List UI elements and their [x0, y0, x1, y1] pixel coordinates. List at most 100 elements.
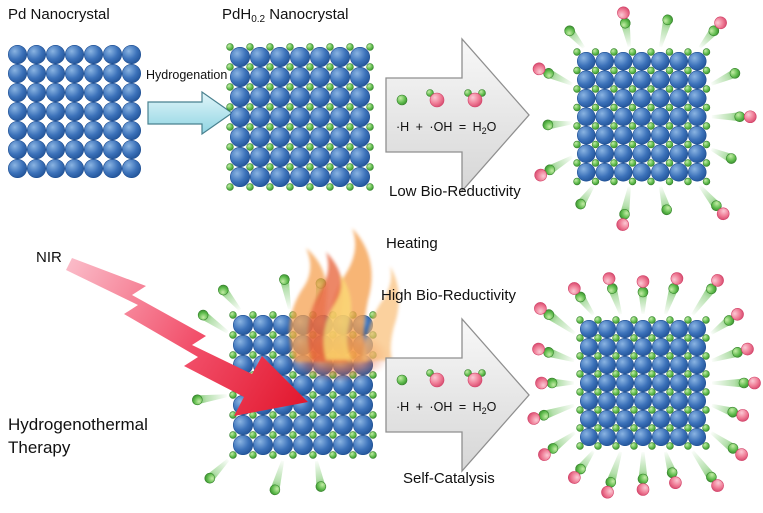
pd-atom: [103, 44, 123, 64]
h-atom: [648, 352, 656, 360]
h-atom: [226, 163, 234, 171]
h-atom: [666, 424, 674, 432]
h-atom: [665, 122, 674, 130]
escaping-h-comet: [711, 110, 757, 124]
low-bio-reductivity-label: Low Bio-Reductivity: [389, 183, 521, 200]
h-atom: [266, 103, 274, 111]
pd-atom: [269, 147, 290, 168]
h-atom: [684, 159, 692, 167]
h-atom: [329, 431, 337, 439]
h-atom: [329, 411, 337, 419]
escaping-h-comet: [698, 16, 727, 49]
h-atom: [309, 451, 317, 459]
escaping-h-comet: [532, 62, 573, 86]
h-atom: [286, 63, 294, 71]
h-atom: [576, 352, 584, 360]
escaping-h-comet: [659, 186, 672, 216]
escaping-h-comet: [616, 186, 631, 231]
h-atom: [269, 331, 277, 339]
h-atom: [591, 177, 600, 186]
pd-atom: [687, 319, 706, 338]
water-h-icon: [478, 89, 486, 97]
escaping-h-comet: [527, 403, 575, 425]
pd-atom: [687, 107, 707, 127]
pd-atom: [312, 414, 333, 435]
h-atom: [326, 143, 334, 151]
pd-atom: [122, 64, 142, 84]
pd-atom: [597, 319, 616, 338]
pd-atom: [595, 163, 614, 182]
pd-atom: [8, 83, 27, 103]
escaping-h-comet: [314, 460, 327, 492]
h-atom: [229, 431, 237, 439]
pd-atom: [65, 102, 85, 122]
pd-atom: [45, 102, 65, 122]
pd-atom: [687, 51, 707, 71]
pd-atom: [269, 67, 290, 88]
h-atom: [289, 371, 297, 379]
nir-laser-bolt-icon: [66, 258, 308, 416]
escaping-h-comet: [711, 403, 750, 422]
pd-atom: [329, 46, 350, 67]
pd-atom: [632, 107, 651, 127]
h-atom: [612, 370, 620, 378]
pd-atom: [45, 44, 65, 64]
pdh-nanocrystal-low-release: [573, 48, 711, 186]
pd-atom: [26, 102, 46, 122]
heating-label: Heating: [386, 235, 438, 252]
pd-atom: [8, 64, 27, 84]
pd-atom: [233, 314, 254, 335]
oh-radical: [711, 479, 724, 492]
h-atom: [702, 66, 711, 75]
oh-radical: [670, 272, 684, 285]
flame-icon: [289, 228, 399, 362]
h-atom: [594, 370, 602, 378]
escaping-h-comet: [710, 147, 737, 164]
escaping-h-comet: [712, 376, 761, 390]
h-atom: [702, 159, 711, 167]
pd-atom: [8, 102, 27, 122]
h-radical: [738, 377, 750, 389]
pd-atom: [289, 107, 310, 128]
pdh-nanocrystal: [226, 43, 374, 191]
pd-atom: [687, 427, 706, 446]
h-atom: [366, 163, 374, 171]
h-atom: [286, 43, 294, 51]
h-radical-icon: [396, 374, 408, 386]
pd-atom: [613, 51, 633, 71]
escaping-h-comet: [192, 394, 228, 406]
pd-atom: [650, 107, 670, 127]
pd-atom: [253, 414, 274, 435]
h-atom: [576, 424, 584, 432]
h-atom: [306, 63, 314, 71]
h-atom: [684, 85, 692, 93]
escaping-h-comet: [279, 274, 292, 310]
flame-tongue: [323, 274, 352, 360]
pd-atom: [687, 144, 707, 164]
pd-atom: [65, 83, 85, 103]
h-atom: [591, 140, 600, 149]
pd-atom: [8, 140, 27, 160]
pd-atom: [613, 144, 633, 164]
escaping-h-comet: [691, 450, 724, 492]
oh-radical: [741, 342, 754, 356]
oh-h-icon: [426, 369, 434, 377]
pd-atom: [687, 89, 707, 108]
comet-tail: [542, 403, 575, 420]
pd-atom: [687, 409, 706, 428]
reaction-arrow-top: [385, 37, 530, 193]
pd-atom: [651, 391, 670, 410]
h-atom: [591, 159, 600, 167]
h-atom: [346, 183, 354, 191]
pd-atom: [615, 355, 634, 374]
h-atom: [226, 43, 234, 51]
h-atom: [647, 48, 655, 56]
pd-atom: [579, 337, 598, 356]
pd-atom: [45, 140, 65, 160]
h-atom: [269, 411, 277, 419]
h-atom: [630, 352, 638, 360]
h-atom: [576, 370, 584, 378]
water-h-icon: [464, 369, 472, 377]
pd-atom: [650, 126, 670, 145]
h-atom: [665, 159, 674, 167]
